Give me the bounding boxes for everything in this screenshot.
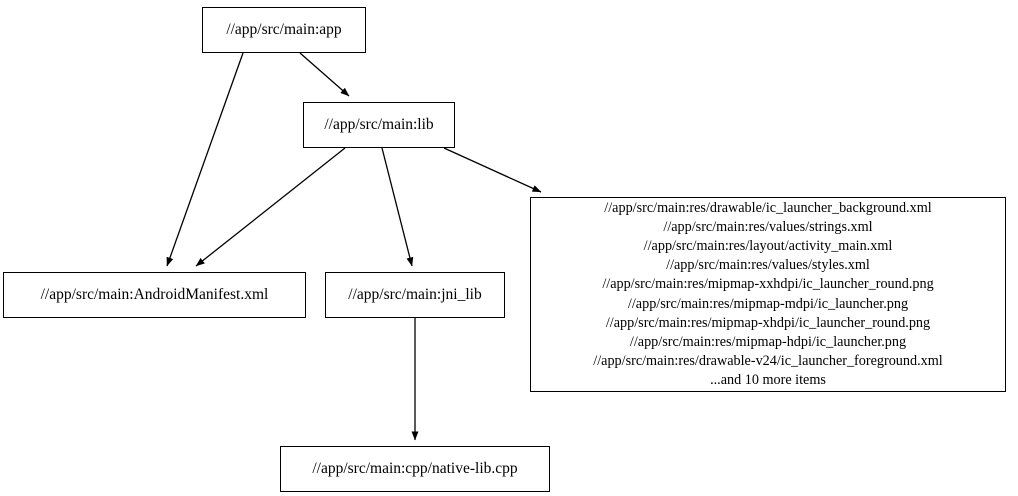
- graph-node-label: //app/src/main:lib: [324, 115, 434, 133]
- graph-edge-app-to-lib: [299, 52, 350, 97]
- graph-node-lib[interactable]: //app/src/main:lib: [303, 102, 455, 148]
- graph-node-jni_lib[interactable]: //app/src/main:jni_lib: [325, 272, 505, 318]
- graph-node-label: //app/src/main:res/drawable/ic_launcher_…: [593, 200, 943, 388]
- graph-edge-lib-to-manifest: [195, 147, 346, 267]
- graph-node-app[interactable]: //app/src/main:app: [202, 7, 366, 53]
- graph-node-resources[interactable]: //app/src/main:res/drawable/ic_launcher_…: [530, 197, 1006, 392]
- graph-node-label: //app/src/main:jni_lib: [348, 285, 482, 303]
- graph-edge-lib-to-jni-lib: [381, 147, 414, 267]
- graph-node-native_lib[interactable]: //app/src/main:cpp/native-lib.cpp: [280, 446, 550, 492]
- graph-edge-app-to-manifest: [166, 52, 244, 267]
- graph-node-label: //app/src/main:AndroidManifest.xml: [40, 285, 269, 303]
- graph-node-label: //app/src/main:app: [226, 20, 342, 38]
- graph-node-label: //app/src/main:cpp/native-lib.cpp: [312, 459, 518, 477]
- graph-node-manifest[interactable]: //app/src/main:AndroidManifest.xml: [3, 272, 306, 318]
- graph-edge-lib-to-resources: [443, 147, 542, 193]
